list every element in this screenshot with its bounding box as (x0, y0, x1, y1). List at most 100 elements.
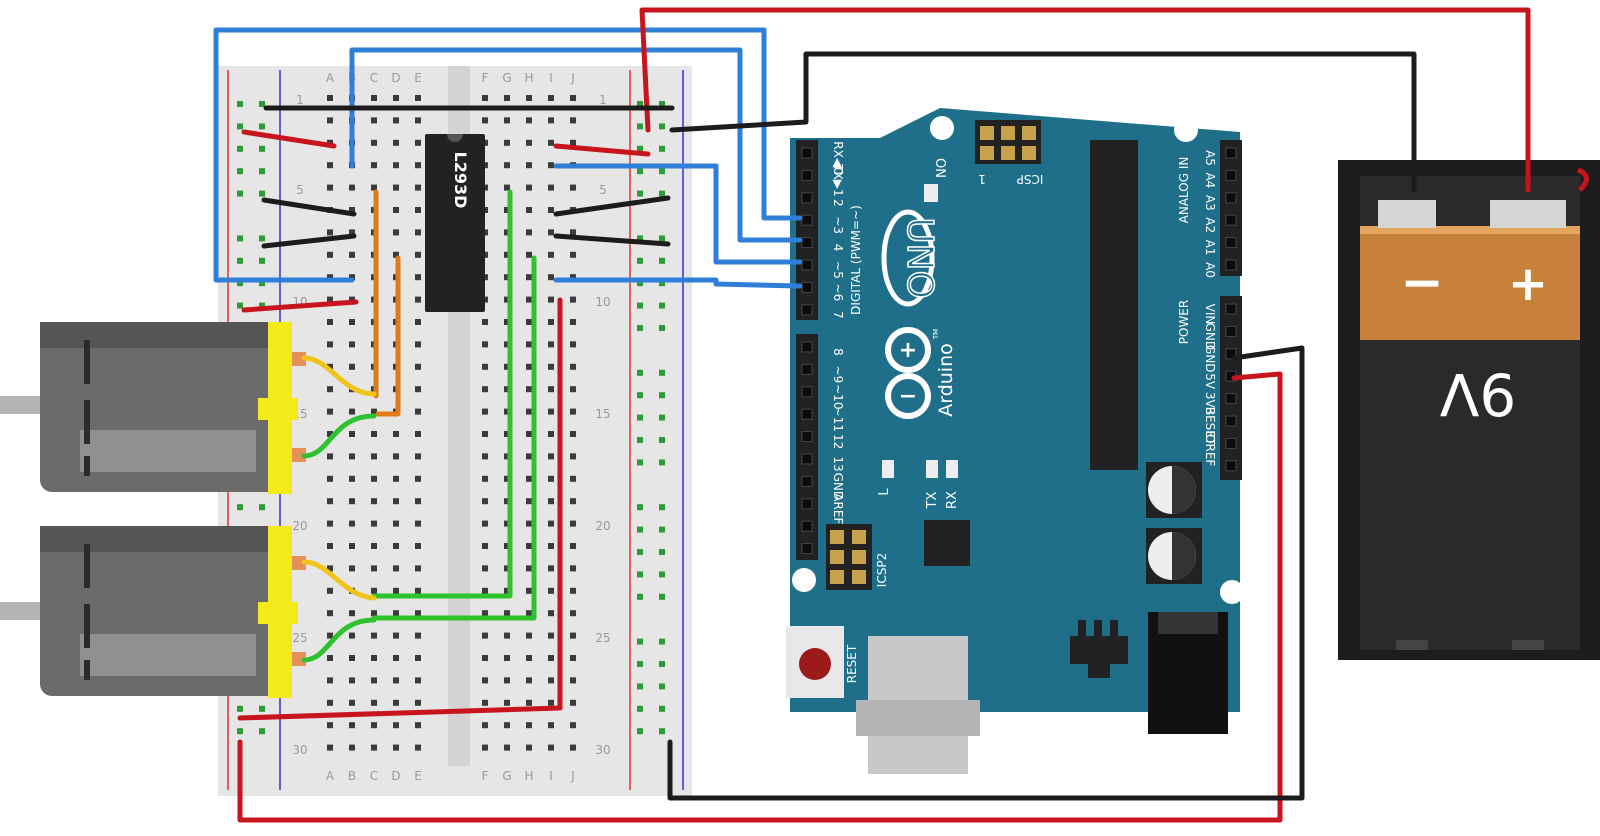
breadboard-hole (504, 207, 510, 213)
breadboard-hole (371, 722, 377, 729)
header-pin-holes (801, 147, 1237, 555)
header-pin (1225, 325, 1237, 337)
breadboard-hole (371, 408, 377, 415)
breadboard-hole (526, 699, 532, 706)
wire-black-short (553, 195, 671, 217)
reset-button-cap[interactable] (799, 648, 831, 680)
breadboard-hole (637, 526, 643, 533)
breadboard-hole (570, 229, 576, 236)
breadboard-hole (482, 543, 488, 549)
breadboard-hole (548, 587, 554, 594)
header-pin (801, 214, 813, 226)
breadboard-hole (570, 95, 576, 101)
breadboard-hole (504, 117, 510, 124)
breadboard-hole (659, 638, 665, 645)
breadboard-hole (637, 101, 643, 107)
header-pin (801, 237, 813, 249)
motor-shaft (0, 602, 44, 620)
breadboard-hole (327, 139, 333, 146)
breadboard-hole (570, 475, 576, 482)
header-pin (801, 192, 813, 204)
header-pin (801, 169, 813, 181)
header-pin (1225, 348, 1237, 360)
breadboard-hole (526, 610, 532, 617)
power-header (1220, 296, 1242, 480)
breadboard-hole (548, 117, 554, 124)
breadboard-hole (371, 117, 377, 124)
breadboard-hole (637, 392, 643, 399)
breadboard-hole (237, 705, 243, 712)
col-letter: D (391, 769, 400, 783)
breadboard-hole (637, 504, 643, 511)
motor-terminal (292, 556, 306, 570)
battery-terminal-minus (1378, 200, 1436, 228)
breadboard-hole (548, 677, 554, 684)
breadboard-hole (526, 498, 532, 505)
battery-voltage-label: 9V (1439, 360, 1516, 428)
breadboard-hole (526, 655, 532, 661)
header-pin (1225, 169, 1237, 181)
breadboard-hole (259, 257, 265, 264)
breadboard-hole (415, 184, 421, 191)
breadboard-hole (504, 296, 510, 303)
breadboard-hole (327, 677, 333, 684)
breadboard-hole (659, 549, 665, 555)
breadboard-hole (349, 699, 355, 706)
pin-label: RX◀0 (831, 141, 845, 174)
battery-plus-label: + (1508, 256, 1548, 312)
breadboard-hole (548, 453, 554, 460)
breadboard-hole (482, 722, 488, 729)
pin-label: A4 (1203, 172, 1217, 188)
dc-motor-2 (0, 526, 306, 698)
breadboard-hole (349, 184, 355, 191)
header-pin (801, 498, 813, 510)
col-letter: B (348, 769, 356, 783)
breadboard-hole (327, 655, 333, 661)
breadboard-hole (526, 475, 532, 482)
breadboard-hole (349, 677, 355, 684)
breadboard-hole (415, 610, 421, 617)
header-pin (801, 363, 813, 375)
breadboard-hole (548, 341, 554, 348)
col-letter: F (482, 71, 489, 85)
pin-label: ~5 (831, 261, 845, 279)
breadboard-hole (415, 251, 421, 258)
mount-hole (792, 568, 816, 592)
breadboard-hole (637, 437, 643, 443)
breadboard-hole (371, 498, 377, 505)
led-l (882, 460, 894, 478)
breadboard-hole (393, 677, 399, 684)
breadboard-hole (570, 744, 576, 751)
breadboard-hole (327, 453, 333, 460)
breadboard-hole (393, 162, 399, 169)
breadboard-hole (259, 280, 265, 287)
breadboard-hole (659, 414, 665, 421)
on-led (924, 184, 938, 202)
breadboard-hole (393, 543, 399, 549)
breadboard-hole (526, 229, 532, 236)
breadboard-hole (482, 744, 488, 751)
breadboard-hole (237, 101, 243, 107)
row-number: 5 (296, 183, 304, 197)
analog-header (1220, 140, 1242, 276)
pin-label: A2 (1203, 217, 1217, 233)
breadboard-hole (415, 341, 421, 348)
pin-label: 3V3 (1203, 392, 1217, 415)
col-letter: I (549, 769, 553, 783)
wire-yellow-motor-lead (301, 559, 377, 601)
breadboard-hole (570, 117, 576, 124)
header-pin (1225, 147, 1237, 159)
breadboard-hole (393, 699, 399, 706)
breadboard-hole (659, 661, 665, 667)
pin-label: 5V (1203, 373, 1217, 390)
breadboard-hole (526, 117, 532, 124)
breadboard-hole (526, 587, 532, 594)
breadboard-hole (259, 728, 265, 735)
breadboard-hole (371, 610, 377, 617)
breadboard-hole (504, 475, 510, 482)
breadboard-hole (371, 453, 377, 460)
breadboard-hole (526, 184, 532, 191)
breadboard-hole (482, 475, 488, 482)
breadboard-hole (349, 744, 355, 751)
